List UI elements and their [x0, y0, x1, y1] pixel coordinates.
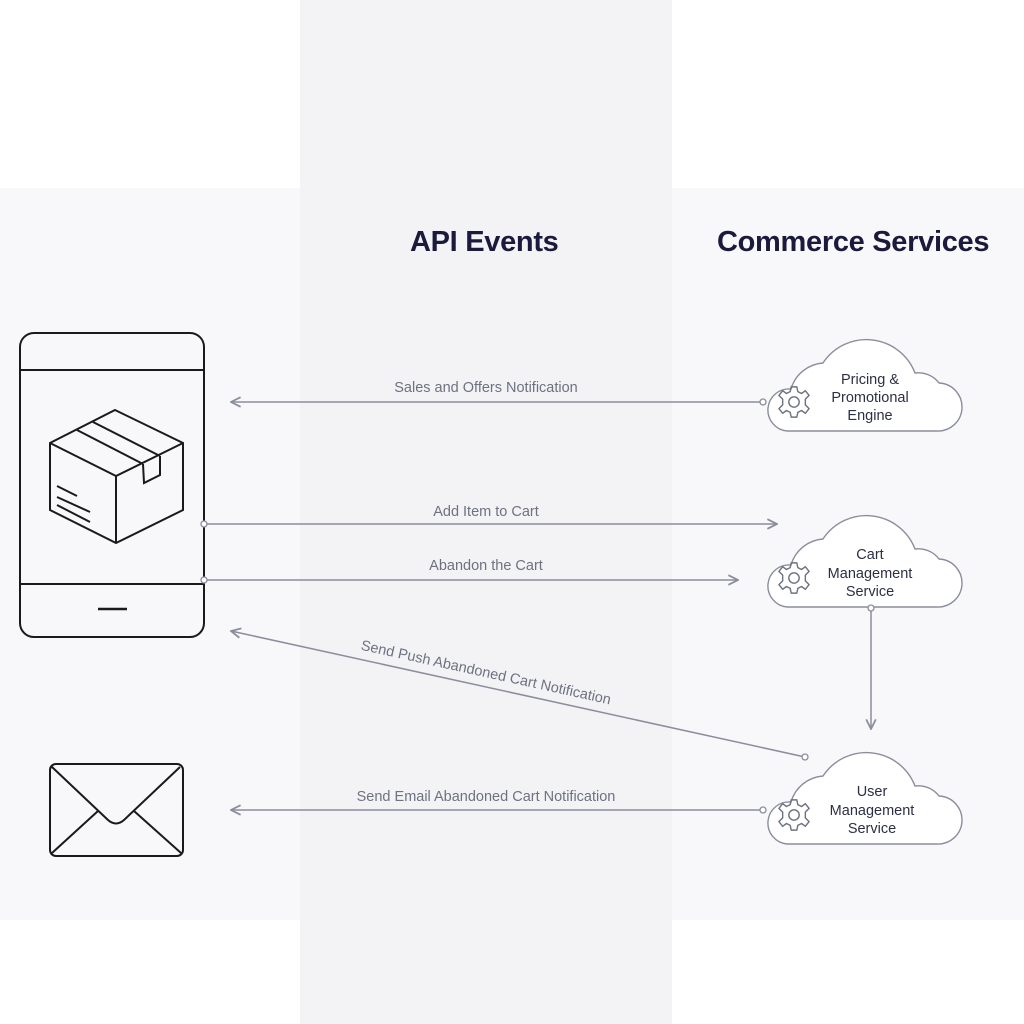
api-events-panel [300, 0, 672, 1024]
commerce-services-heading: Commerce Services [717, 226, 990, 258]
service-name-line: Service [848, 821, 896, 837]
service-name-line: User [857, 784, 888, 800]
service-name-line: Management [828, 566, 913, 582]
service-name-line: Management [830, 803, 915, 819]
arrow-push-notification [231, 631, 806, 758]
service-user-management: User Management Service [767, 751, 963, 845]
event-label: Send Push Abandoned Cart Notification [359, 638, 612, 709]
event-label: Send Email Abandoned Cart Notification [357, 789, 616, 805]
event-label: Add Item to Cart [433, 504, 539, 520]
service-name-line: Pricing & [841, 372, 899, 388]
envelope-icon [49, 763, 184, 857]
service-name-line: Cart [856, 547, 883, 563]
service-name-line: Engine [847, 408, 892, 424]
service-name-line: Service [846, 584, 894, 600]
event-label: Abandon the Cart [429, 558, 543, 574]
event-label: Sales and Offers Notification [394, 380, 578, 396]
connector-dots [200, 398, 875, 814]
smartphone-package-icon [19, 332, 205, 638]
service-name-line: Promotional [831, 390, 908, 406]
service-pricing-engine: Pricing & Promotional Engine [767, 338, 963, 432]
package-icon [49, 408, 184, 545]
service-cart-management: Cart Management Service [767, 514, 963, 608]
api-events-heading: API Events [410, 226, 559, 258]
